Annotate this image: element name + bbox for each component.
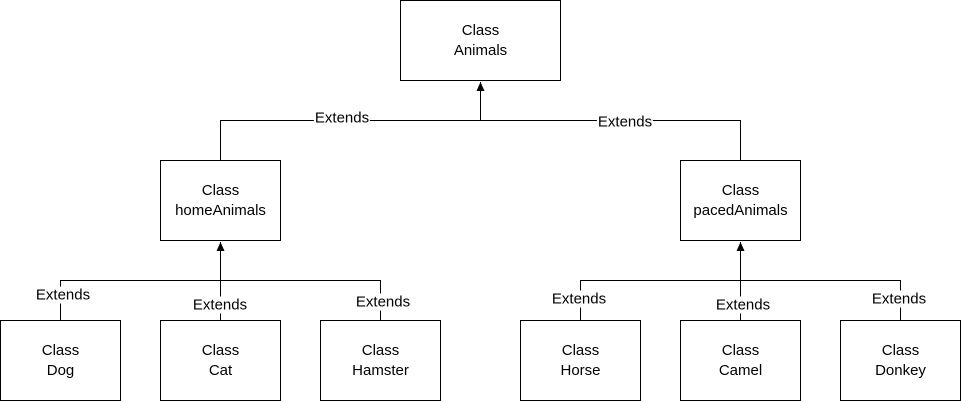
edge-label-horse-paced: Extends bbox=[550, 290, 608, 308]
node-keyword: Class bbox=[721, 181, 760, 199]
node-class-animals[interactable]: Class Animals bbox=[400, 0, 561, 81]
node-class-name: Horse bbox=[560, 361, 601, 379]
node-class-name: Dog bbox=[46, 361, 75, 379]
node-class-cat[interactable]: Class Cat bbox=[160, 320, 281, 401]
node-class-home-animals[interactable]: Class homeAnimals bbox=[160, 160, 281, 241]
node-keyword: Class bbox=[721, 341, 760, 359]
connector-home-to-animals bbox=[220, 120, 481, 160]
edge-label-home-animals: Extends bbox=[313, 109, 371, 127]
node-class-hamster[interactable]: Class Hamster bbox=[320, 320, 441, 401]
connector-paced-to-animals bbox=[480, 120, 741, 160]
edge-label-donkey-paced: Extends bbox=[870, 290, 928, 308]
node-class-name: Animals bbox=[453, 41, 508, 59]
node-keyword: Class bbox=[201, 181, 240, 199]
node-class-name: Cat bbox=[208, 361, 233, 379]
node-keyword: Class bbox=[881, 341, 920, 359]
edge-label-hamster-home: Extends bbox=[354, 293, 412, 311]
node-keyword: Class bbox=[561, 341, 600, 359]
node-keyword: Class bbox=[461, 21, 500, 39]
node-class-paced-animals[interactable]: Class pacedAnimals bbox=[680, 160, 801, 241]
node-class-name: homeAnimals bbox=[175, 201, 266, 219]
node-keyword: Class bbox=[201, 341, 240, 359]
node-class-camel[interactable]: Class Camel bbox=[680, 320, 801, 401]
node-class-donkey[interactable]: Class Donkey bbox=[840, 320, 961, 401]
node-class-name: Camel bbox=[718, 361, 763, 379]
edge-label-paced-animals: Extends bbox=[596, 113, 654, 131]
edge-label-cat-home: Extends bbox=[191, 296, 249, 314]
node-keyword: Class bbox=[361, 341, 400, 359]
node-class-dog[interactable]: Class Dog bbox=[0, 320, 121, 401]
node-class-name: pacedAnimals bbox=[693, 201, 788, 219]
edge-label-dog-home: Extends bbox=[34, 286, 92, 304]
node-class-name: Hamster bbox=[352, 361, 409, 379]
node-class-name: Donkey bbox=[875, 361, 926, 379]
node-class-horse[interactable]: Class Horse bbox=[520, 320, 641, 401]
edge-label-camel-paced: Extends bbox=[714, 296, 772, 314]
node-keyword: Class bbox=[41, 341, 80, 359]
connector-dog-to-home bbox=[60, 280, 221, 320]
